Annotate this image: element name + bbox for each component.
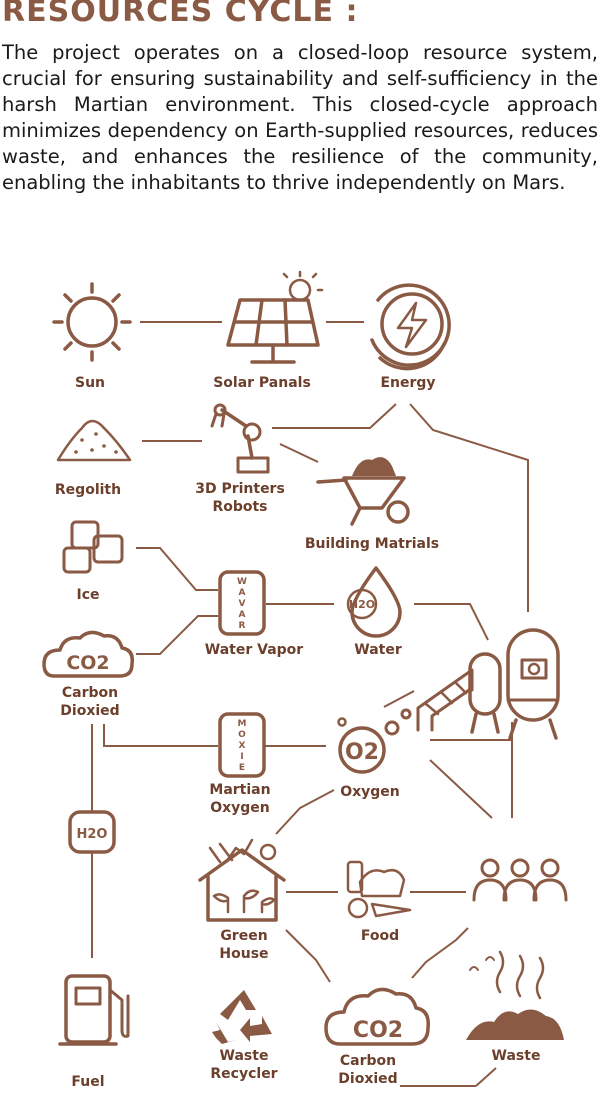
wheelbarrow-icon <box>316 457 410 526</box>
svg-text:A: A <box>239 588 246 598</box>
svg-text:V: V <box>239 599 246 609</box>
ice-cubes-icon <box>62 520 124 574</box>
co2-cloud-bottom-icon: CO2 <box>324 987 430 1046</box>
svg-text:A: A <box>239 610 246 620</box>
svg-text:E: E <box>239 763 245 773</box>
food-icon <box>346 860 412 919</box>
regolith-label: Regolith <box>55 482 121 498</box>
sun-icon <box>52 282 132 362</box>
carbon-bottom-label-1: Carbon <box>340 1053 396 1069</box>
martian-oxygen-label-2: Oxygen <box>210 800 270 816</box>
svg-text:X: X <box>239 741 246 751</box>
page-title: RESOURCES CYCLE : <box>2 0 359 29</box>
carbon-label-2: Dioxied <box>60 703 119 719</box>
water-label: Water <box>354 642 402 658</box>
greenhouse-icon <box>198 838 286 922</box>
printers-label-1: 3D Printers <box>195 481 285 497</box>
o2-text: O2 <box>345 740 379 765</box>
wavar-unit-icon: W A V A R <box>218 570 266 636</box>
waste-pile-icon <box>466 950 564 1040</box>
h2o-tank-icon: H2O <box>68 810 116 854</box>
connector-lines <box>91 321 529 1087</box>
waste-recycler-label-2: Recycler <box>210 1066 277 1082</box>
moxie-unit-icon: M O X I E <box>218 712 266 778</box>
carbon-bottom-label-2: Dioxied <box>338 1071 397 1087</box>
habitat-modules-icon <box>416 628 560 740</box>
food-label: Food <box>361 928 399 944</box>
oxygen-label: Oxygen <box>340 784 400 800</box>
energy-label: Energy <box>380 375 435 391</box>
robot-arm-icon <box>210 403 270 474</box>
solar-panels-label: Solar Panals <box>213 375 311 391</box>
water-drop-icon: H2O <box>346 566 402 638</box>
waste-label: Waste <box>492 1048 541 1064</box>
community-people-icon <box>472 858 568 902</box>
svg-text:R: R <box>239 621 246 631</box>
h2o-tank-text: H2O <box>77 827 108 842</box>
martian-oxygen-label-1: Martian <box>209 782 270 798</box>
svg-text:M: M <box>238 719 247 729</box>
waste-recycler-label-1: Waste <box>220 1048 269 1064</box>
printers-label-2: Robots <box>212 499 267 515</box>
svg-text:O: O <box>238 730 246 740</box>
green-house-label-1: Green <box>220 928 267 944</box>
svg-text:W: W <box>237 577 247 587</box>
recycle-icon <box>212 990 272 1044</box>
water-vapor-label: Water Vapor <box>205 642 304 658</box>
energy-icon <box>370 283 451 371</box>
co2-bottom-text: CO2 <box>353 1018 403 1043</box>
oxygen-bubbles-icon: O2 <box>337 708 412 774</box>
sun-label: Sun <box>75 375 105 391</box>
fuel-pump-icon <box>58 974 130 1046</box>
h2o-drop-text: H2O <box>349 598 375 611</box>
solar-panel-icon <box>226 270 324 364</box>
green-house-label-2: House <box>219 946 268 962</box>
intro-paragraph: The project operates on a closed-loop re… <box>2 41 598 194</box>
regolith-icon <box>56 419 132 462</box>
carbon-label-1: Carbon <box>62 685 118 701</box>
svg-text:I: I <box>240 752 243 762</box>
co2-top-text: CO2 <box>66 652 109 674</box>
building-materials-label: Building Matrials <box>305 536 439 552</box>
ice-label: Ice <box>76 587 99 603</box>
fuel-label: Fuel <box>71 1074 104 1090</box>
co2-cloud-icon: CO2 <box>42 630 135 678</box>
